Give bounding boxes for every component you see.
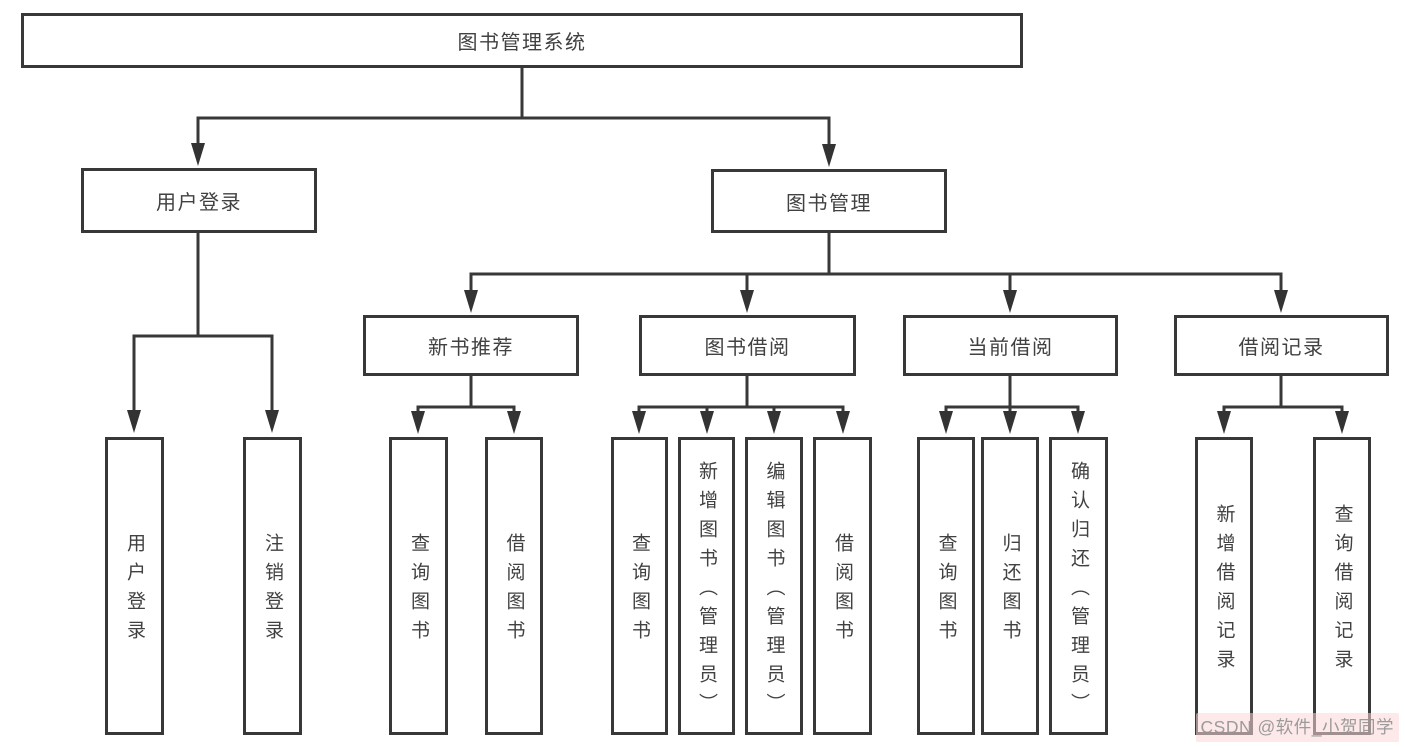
leaf-query-books-borrow: 查询图书 [611,437,668,735]
leaf-user-login: 用户登录 [105,437,164,735]
csdn-watermark: CSDN @软件_小贺同学 [1195,713,1399,742]
leaf-user-login-label: 用户登录 [124,533,145,649]
leaf-borrow-books-label: 借阅图书 [832,533,853,649]
node-root-system: 图书管理系统 [21,13,1023,68]
leaf-add-books-admin-label: 新增图书（管理员） [696,460,717,722]
leaf-logout: 注销登录 [243,437,302,735]
leaf-borrow-books: 借阅图书 [813,437,872,735]
leaf-query-borrow-record-label: 查询借阅记录 [1331,504,1353,678]
leaf-query-books-current-label: 查询图书 [935,533,957,649]
leaf-borrow-books-recommend: 借阅图书 [485,437,543,735]
leaf-return-books: 归还图书 [981,437,1039,735]
leaf-edit-books-admin: 编辑图书（管理员） [745,437,803,735]
leaf-query-books-current: 查询图书 [917,437,975,735]
leaf-confirm-return-admin: 确认归还（管理员） [1049,437,1108,735]
node-borrow-records: 借阅记录 [1174,315,1389,376]
node-book-management: 图书管理 [711,169,947,233]
leaf-logout-label: 注销登录 [262,533,283,649]
leaf-borrow-books-recommend-label: 借阅图书 [503,533,525,649]
node-new-book-recommend: 新书推荐 [363,315,579,376]
leaf-add-books-admin: 新增图书（管理员） [678,437,735,735]
node-user-login: 用户登录 [81,168,317,233]
leaf-query-borrow-record: 查询借阅记录 [1313,437,1371,735]
leaf-query-books-recommend-label: 查询图书 [408,533,429,649]
leaf-add-borrow-record: 新增借阅记录 [1195,437,1253,735]
leaf-query-books-borrow-label: 查询图书 [629,533,650,649]
leaf-add-borrow-record-label: 新增借阅记录 [1213,504,1235,678]
node-current-borrow: 当前借阅 [903,315,1118,376]
leaf-return-books-label: 归还图书 [999,533,1021,649]
leaf-edit-books-admin-label: 编辑图书（管理员） [763,460,785,722]
leaf-query-books-recommend: 查询图书 [389,437,448,735]
leaf-confirm-return-admin-label: 确认归还（管理员） [1068,460,1089,722]
node-book-borrow: 图书借阅 [639,315,856,376]
